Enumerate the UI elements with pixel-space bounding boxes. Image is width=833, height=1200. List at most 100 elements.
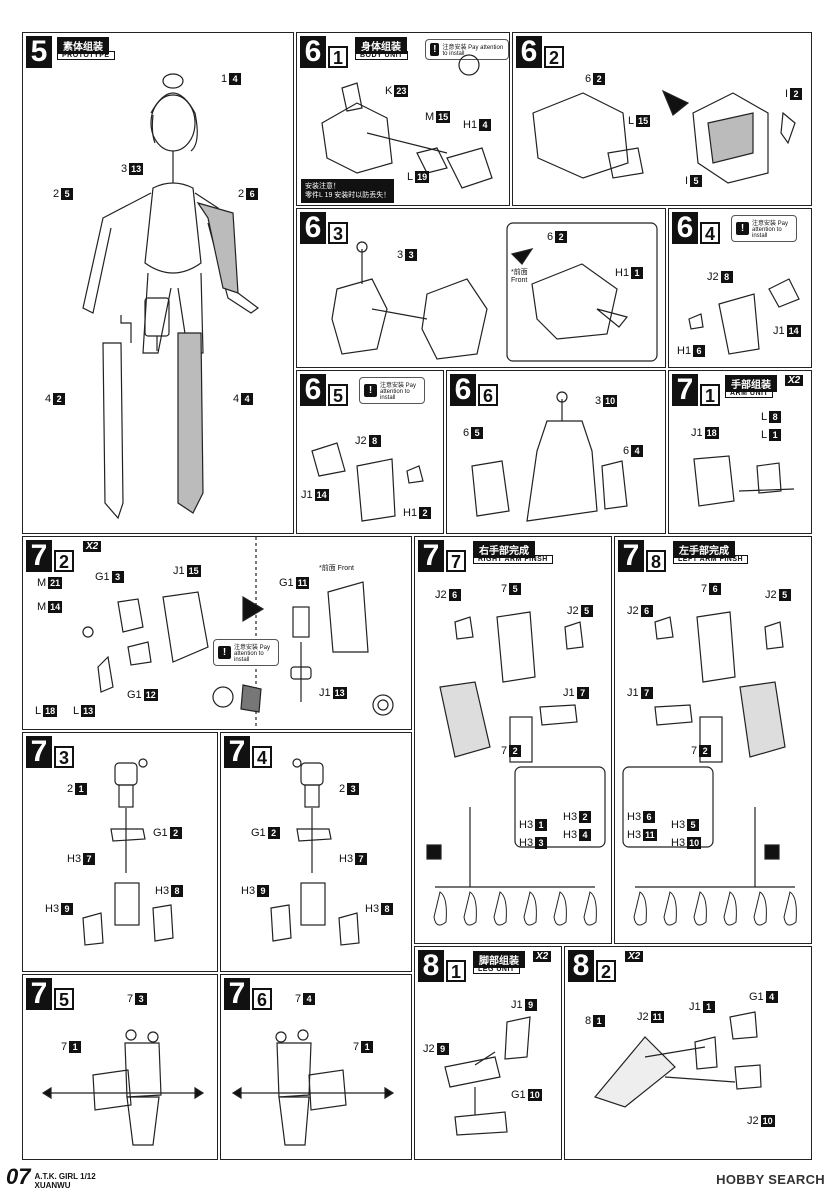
label-text: H3 [563,829,578,841]
warning-icon: ! [218,646,231,659]
label-text: H3 [563,811,578,823]
quantity-badge: X2 [533,951,552,962]
label-text: L [35,705,42,717]
label-num: 6 [693,345,706,357]
step-number: 6 [672,212,698,244]
label-text: 4 [45,393,52,405]
label-text: H1 [615,267,630,279]
step-title: 右手部完成 [473,541,535,558]
label-text: J1 [773,325,785,337]
step-subtitle: LEFT ARM FINSH [673,555,749,564]
label-num: 6 [246,188,259,200]
label-num: 4 [579,829,592,841]
label-num: 1 [361,1041,374,1053]
label-num: 13 [81,705,96,717]
label-num: 1 [702,1001,715,1013]
label-text: M [425,111,435,123]
label-text: L [761,429,768,441]
step-subnumber: 2 [544,46,564,68]
quantity-badge: X2 [83,541,102,552]
step-number: 7 [418,540,444,572]
label-num: 9 [524,999,537,1011]
label-text: 6 [623,445,630,457]
step-subnumber: 3 [54,746,74,768]
front-label: *前面 Front [511,269,528,284]
attention-note: !注意安装 Pay attention to install [359,377,425,404]
label-num: 2 [593,73,606,85]
body-unit-illustration [321,54,493,189]
label-num: 10 [687,837,702,849]
step-badge: 7 5 [26,978,74,1010]
step-number: 6 [300,374,326,406]
label-num: 18 [704,427,719,439]
label-text: J1 [301,489,313,501]
label-text: 6 [585,73,592,85]
label-text: J1 [691,427,703,439]
label-num: 5 [61,188,74,200]
label-num: 6 [640,605,653,617]
label-num: 5 [778,589,791,601]
label-text: J1 [689,1001,701,1013]
attention-note: !注意安装 Pay attention to install [731,215,797,242]
label-num: 6 [448,589,461,601]
label-text: I [685,175,689,187]
label-num: 9 [436,1043,449,1055]
step-title: 身体组装 [355,37,407,54]
step-number: 7 [26,540,52,572]
label-text: H3 [155,885,170,897]
label-text: L [73,705,80,717]
step-8-2-illustration [593,1011,762,1108]
note-text: 注意安装 Pay attention to install [380,383,417,401]
label-text: H3 [671,837,686,849]
label-text: H3 [519,837,534,849]
quantity-badge: X2 [625,951,644,962]
step-badge: 8 1 [418,950,466,982]
label-num: 9 [257,885,270,897]
label-text: J2 [637,1011,649,1023]
step-subnumber: 6 [478,384,498,406]
front-label: *前面 Front [319,565,355,572]
watermark: HOBBY SEARCH [716,1172,825,1187]
step-number: 6 [516,36,542,68]
label-num: 23 [394,85,409,97]
label-text: 3 [397,249,404,261]
label-text: 6 [463,427,470,439]
label-text: M [37,601,47,613]
label-text: 2 [67,783,74,795]
step-7-3-illustration [82,758,174,946]
label-text: K [385,85,393,97]
label-text: J1 [511,999,523,1011]
page-number: 07 [6,1164,31,1189]
step-7-5-illustration [41,1029,205,1146]
step-6-6-illustration [471,391,628,522]
label-text: 4 [233,393,240,405]
label-text: 7 [691,745,698,757]
label-num: 8 [769,411,782,423]
